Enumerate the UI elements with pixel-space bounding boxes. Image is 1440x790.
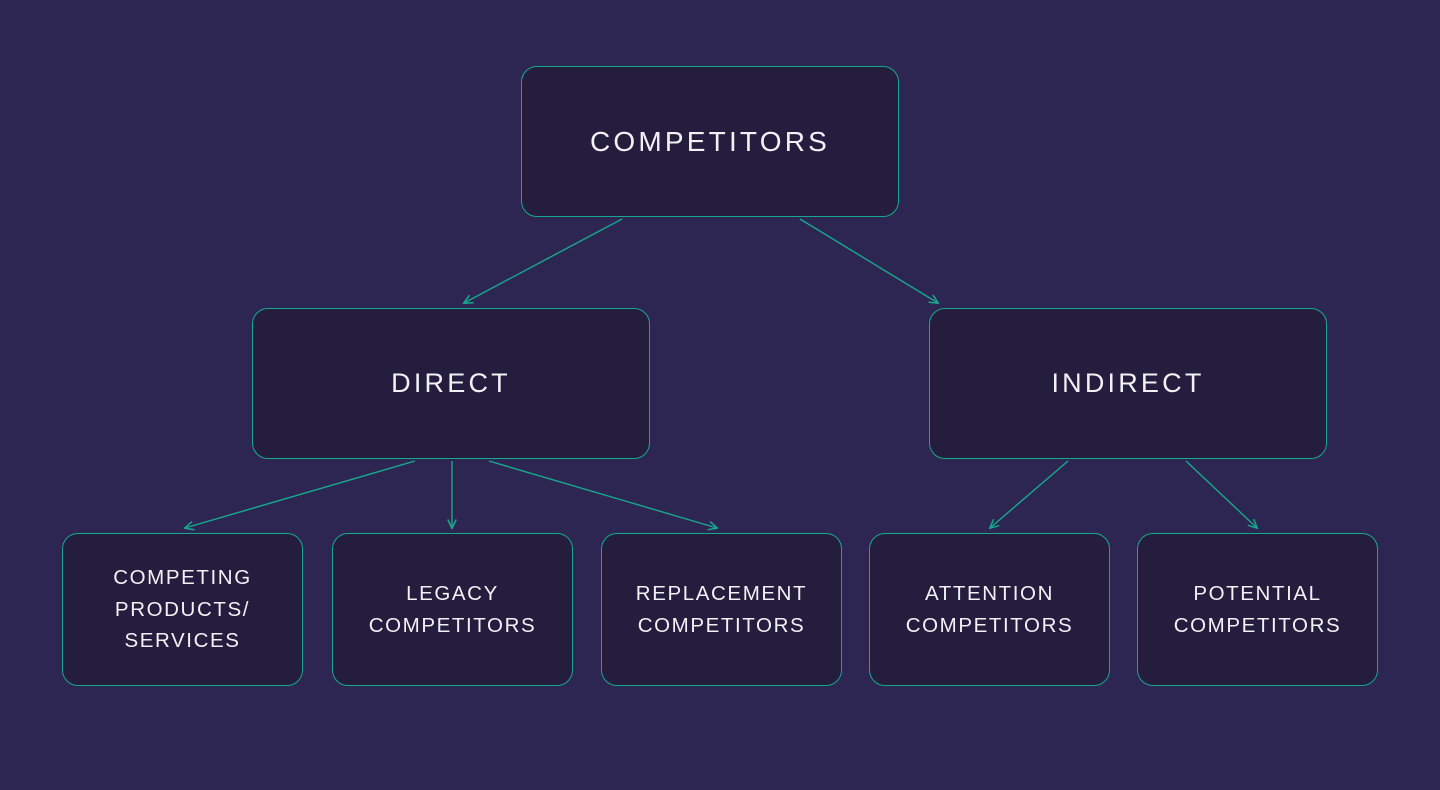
node-replacement-competitors[interactable]: REPLACEMENT COMPETITORS (601, 533, 842, 686)
node-legacy-competitors[interactable]: LEGACY COMPETITORS (332, 533, 573, 686)
node-competitors-label: COMPETITORS (589, 126, 831, 157)
node-potential-competitors-label: POTENTIAL COMPETITORS (1173, 581, 1342, 637)
node-legacy-competitors-label: LEGACY COMPETITORS (368, 581, 537, 637)
edge-indirect-attention-competitors (988, 460, 1069, 530)
node-competing-products-services[interactable]: COMPETING PRODUCTS/ SERVICES (62, 533, 303, 686)
node-indirect-label: INDIRECT (1051, 367, 1205, 398)
node-competing-products-services-label: COMPETING PRODUCTS/ SERVICES (113, 565, 252, 653)
edge-competitors-direct (462, 218, 623, 304)
node-attention-competitors-label: ATTENTION COMPETITORS (905, 581, 1074, 637)
node-direct[interactable]: DIRECT (252, 308, 650, 459)
node-replacement-competitors-label: REPLACEMENT COMPETITORS (635, 581, 808, 637)
edge-competitors-indirect (799, 218, 940, 305)
node-competitors[interactable]: COMPETITORS (521, 66, 899, 217)
node-indirect[interactable]: INDIRECT (929, 308, 1327, 459)
node-potential-competitors[interactable]: POTENTIAL COMPETITORS (1137, 533, 1378, 686)
edge-indirect-potential-competitors (1185, 460, 1259, 530)
edge-direct-competing-products-services (183, 460, 416, 531)
node-attention-competitors[interactable]: ATTENTION COMPETITORS (869, 533, 1110, 686)
edge-direct-replacement-competitors (488, 460, 719, 531)
node-direct-label: DIRECT (391, 367, 511, 398)
